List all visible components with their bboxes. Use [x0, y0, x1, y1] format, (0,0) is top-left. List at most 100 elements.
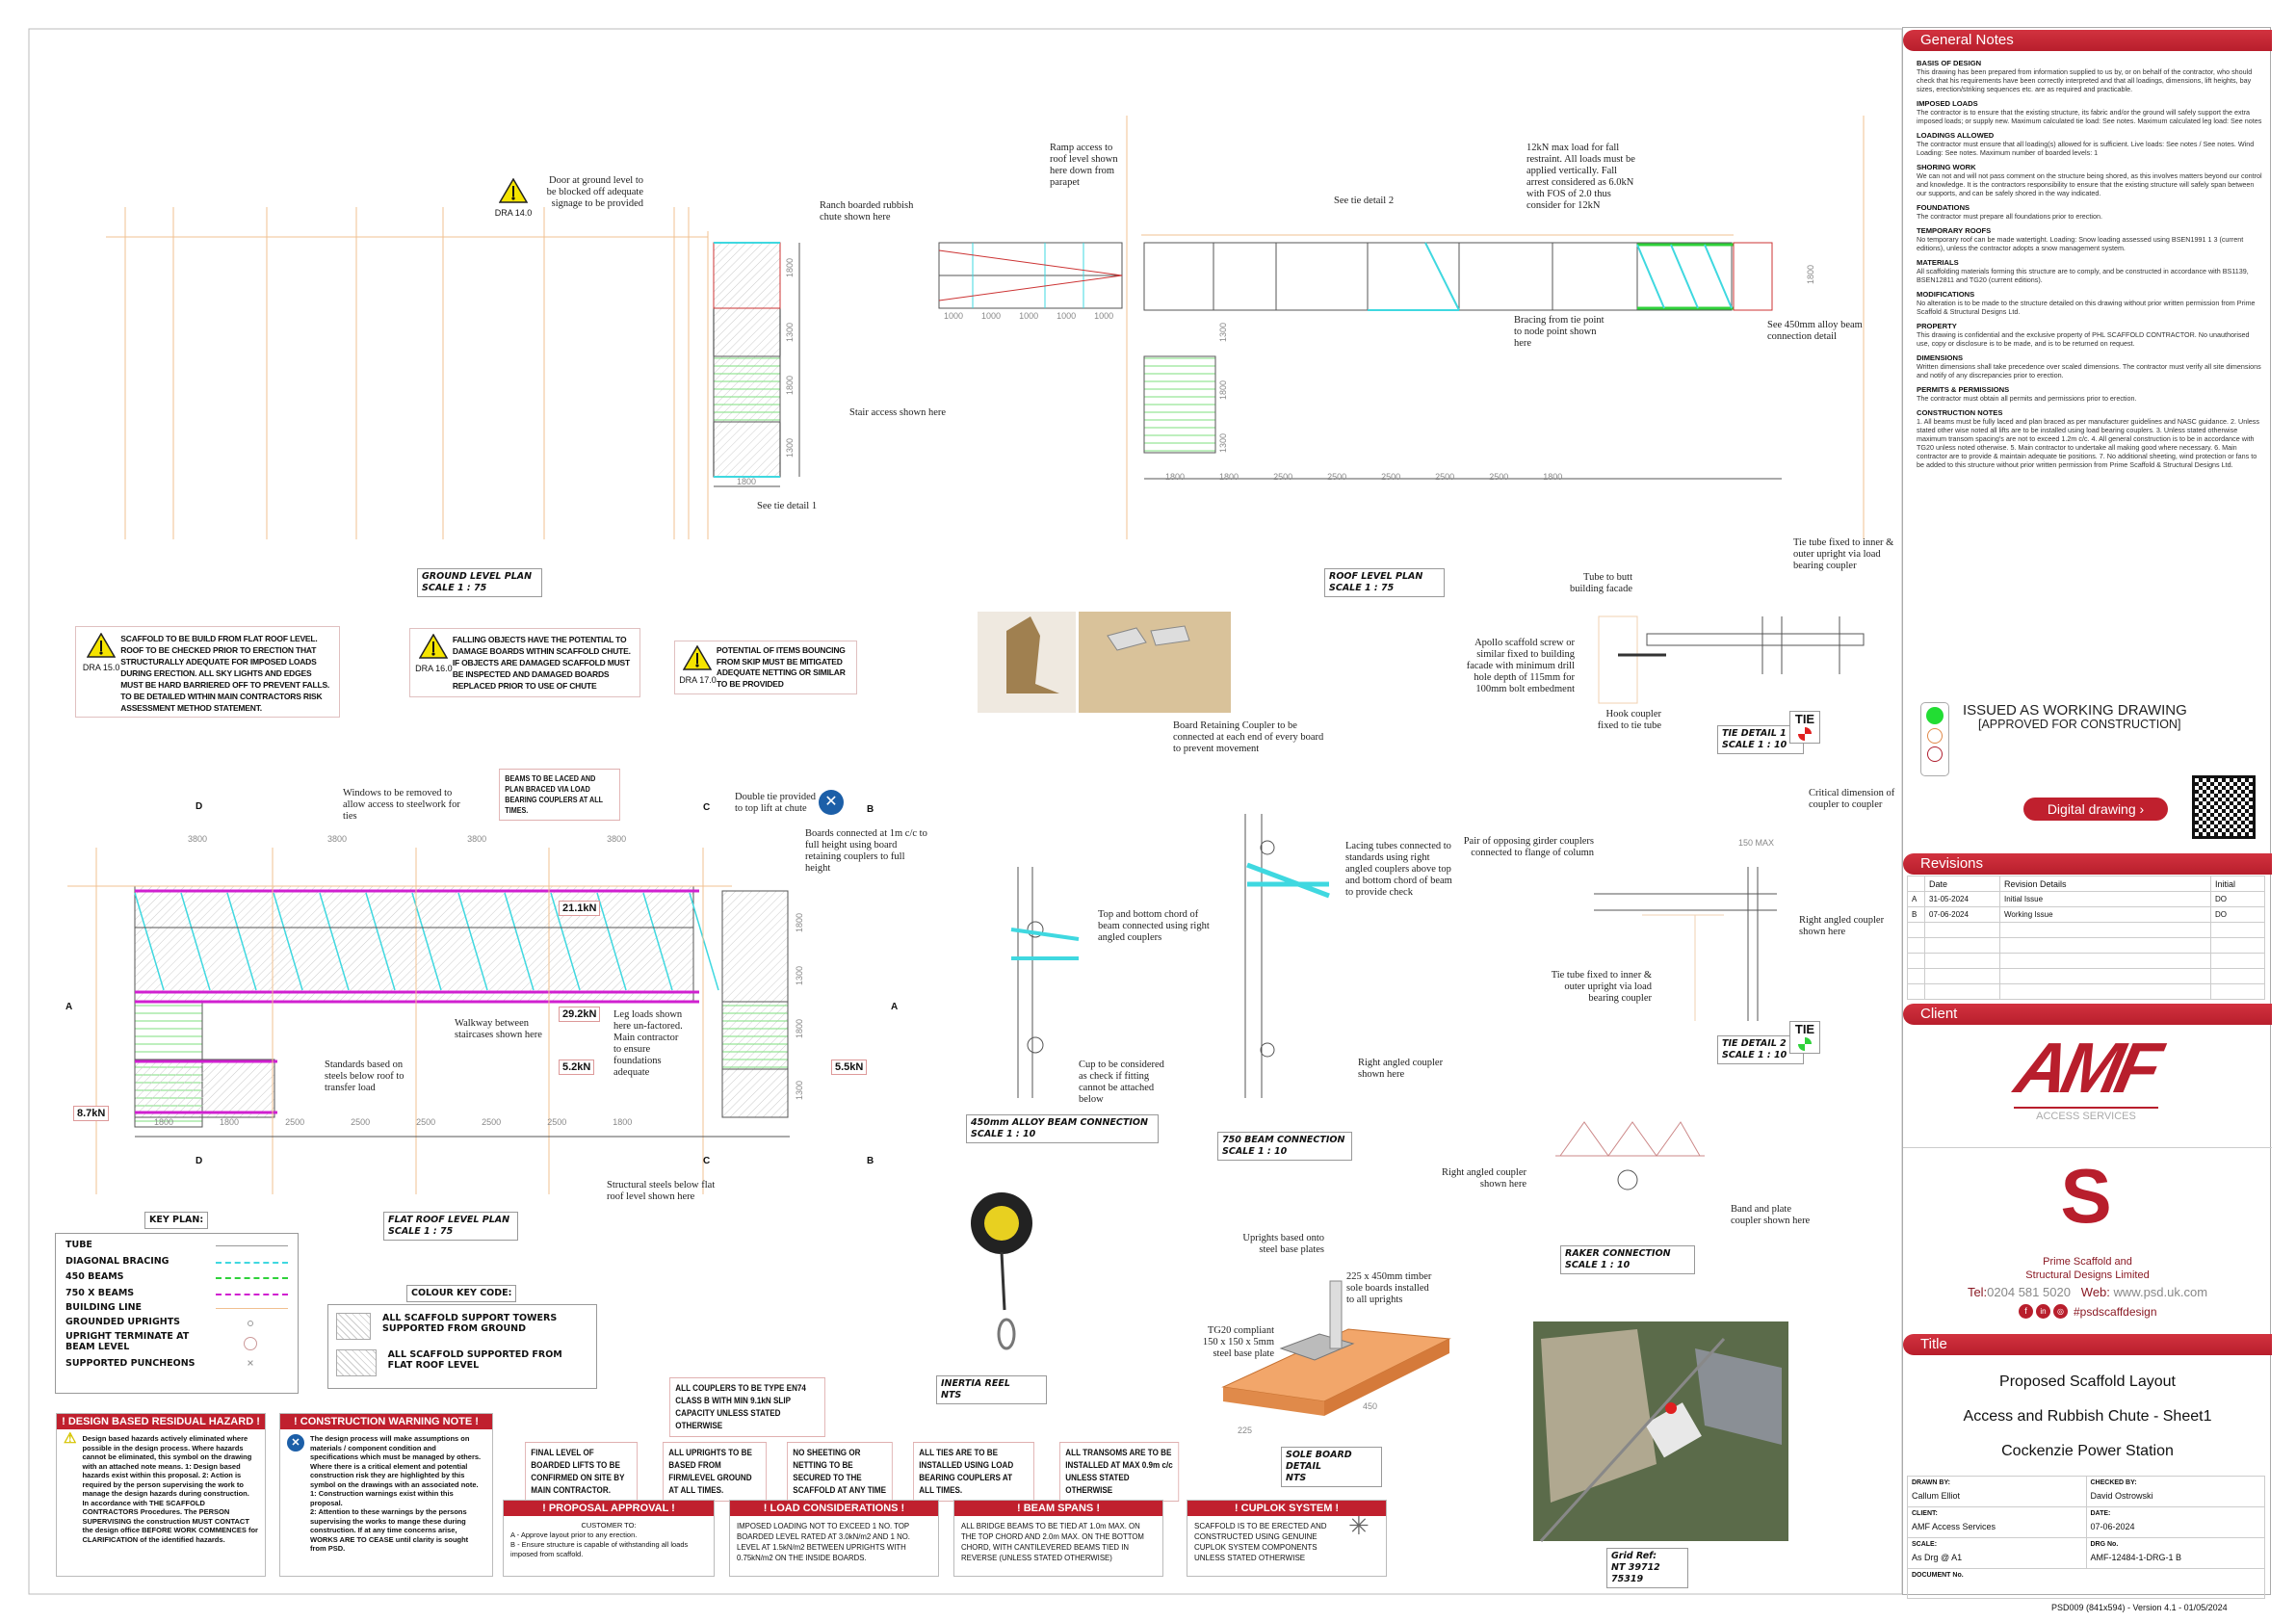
status-subtitle: [APPROVED FOR CONSTRUCTION] — [1978, 718, 2181, 731]
checked-by: David Ostrowski — [2090, 1491, 2153, 1501]
note-heading: CONSTRUCTION NOTES — [1917, 408, 2003, 417]
warning-text: The design process will make assumptions… — [310, 1434, 482, 1507]
colour-key: ALL SCAFFOLD SUPPORT TOWERS SUPPORTED FR… — [327, 1304, 597, 1389]
dimension: 1300 — [785, 323, 795, 343]
dimension: 1000 — [1019, 311, 1039, 321]
raker-note: Right angled coupler shown here — [1441, 1167, 1526, 1190]
dimension: 1800 — [1219, 472, 1239, 482]
tel-value[interactable]: 0204 581 5020 — [1987, 1285, 2071, 1299]
column-header — [1907, 876, 1925, 892]
key-item: BUILDING LINE — [65, 1302, 143, 1313]
warning-triangle-icon — [683, 644, 713, 670]
linkedin-icon[interactable]: in — [2036, 1304, 2050, 1319]
ramp-note: Ramp access to roof level shown here dow… — [1050, 143, 1118, 188]
dimension: 3800 — [467, 834, 487, 844]
dimension: 1800 — [1806, 265, 1815, 285]
warning-triangle-icon: ⚠ — [64, 1430, 77, 1447]
warning-text: ALL BRIDGE BEAMS TO BE TIED AT 1.0m MAX.… — [961, 1522, 1144, 1562]
psd-logo: S — [2060, 1153, 2112, 1239]
beam450-line — [216, 1277, 288, 1288]
warning-title: ! BEAM SPANS ! — [954, 1501, 1162, 1516]
dra-17-note: DRA 17.0 POTENTIAL OF ITEMS BOUNCING FRO… — [674, 641, 857, 694]
dimension: 2500 — [1489, 472, 1509, 482]
digital-drawing-button[interactable]: Digital drawing › — [2023, 798, 2168, 821]
load-considerations-box: ! LOAD CONSIDERATIONS ! IMPOSED LOADING … — [729, 1500, 939, 1577]
warning-title: ! PROPOSAL APPROVAL ! — [504, 1501, 714, 1516]
windows-note: Windows to be removed to allow access to… — [343, 788, 460, 822]
building-line — [216, 1308, 288, 1317]
standards-note: Standards based on steels below roof to … — [325, 1060, 404, 1093]
contact-line: Tel:0204 581 5020 Web: www.psd.uk.com — [1903, 1285, 2272, 1299]
key-item: SUPPORTED PUNCHEONS — [65, 1358, 196, 1369]
note-heading: FOUNDATIONS — [1917, 203, 1970, 212]
key-plan-title: KEY PLAN: — [144, 1212, 209, 1229]
alloy-beam-note: Cup to be considered as check if fitting… — [1079, 1060, 1164, 1105]
boards-note: Boards connected at 1m c/c to full heigh… — [805, 828, 927, 874]
dimension: 2500 — [1327, 472, 1347, 482]
board-coupler-note: Board Retaining Coupler to be connected … — [1173, 720, 1324, 754]
dimension: 1800 — [737, 477, 757, 486]
note-heading: PERMITS & PERMISSIONS — [1917, 385, 2010, 394]
section-marker: C — [703, 802, 711, 813]
warning-text: IMPOSED LOADING NOT TO EXCEED 1 NO. TOP … — [737, 1522, 910, 1562]
psd-name-line: Prime Scaffold and — [2043, 1256, 2132, 1268]
view-title: 750 BEAM CONNECTION — [1222, 1135, 1345, 1145]
note-heading: PROPERTY — [1917, 322, 1957, 330]
construction-warning-box: ! CONSTRUCTION WARNING NOTE ! ✕The desig… — [279, 1413, 493, 1577]
dra-code: DRA 16.0 — [415, 664, 453, 673]
diagonal-brace — [411, 892, 442, 991]
view-title: SOLE BOARD DETAIL — [1286, 1450, 1352, 1472]
scale: As Drg @ A1 — [1912, 1553, 1963, 1562]
note-text: This drawing is confidential and the exc… — [1917, 330, 2250, 348]
note-text: This drawing has been prepared from info… — [1917, 67, 2253, 93]
template-version: PSD009 (841x594) - Version 4.1 - 01/05/2… — [2051, 1603, 2228, 1612]
column-header: Revision Details — [1999, 876, 2211, 892]
tie-note: Hook coupler fixed to tie tube — [1597, 709, 1661, 731]
warning-triangle-icon — [419, 633, 449, 659]
instagram-icon[interactable]: ◎ — [2053, 1304, 2068, 1319]
facebook-icon[interactable]: f — [2019, 1304, 2033, 1319]
grid-ref-label: Grid Ref:NT 39712 75319 — [1606, 1548, 1688, 1588]
construction-warning-icon: ✕ — [287, 1434, 304, 1452]
field-label: CLIENT: — [1912, 1510, 1938, 1517]
view-title: FLAT ROOF LEVEL PLAN — [388, 1215, 510, 1225]
couplers-note: ALL COUPLERS TO BE TYPE EN74 CLASS B WIT… — [669, 1377, 825, 1437]
colour-key-item: ALL SCAFFOLD SUPPORT TOWERS SUPPORTED FR… — [382, 1313, 558, 1334]
note-heading: TEMPORARY ROOFS — [1917, 226, 1992, 235]
diagonal-brace — [273, 892, 303, 991]
beam-750-note: Lacing tubes connected to standards usin… — [1345, 841, 1452, 898]
dimension: 450 — [1363, 1401, 1378, 1411]
field-label: DOCUMENT No. — [1912, 1572, 1964, 1579]
note-text: The contractor must obtain all permits a… — [1917, 394, 2137, 403]
drawing-title: Proposed Scaffold Layout Access and Rubb… — [1903, 1365, 2272, 1469]
qr-code[interactable] — [2192, 775, 2256, 839]
status-amber — [1927, 728, 1943, 744]
status-green — [1926, 707, 1944, 724]
dimension: 2500 — [1273, 472, 1293, 482]
key-item: 450 BEAMS — [65, 1271, 124, 1282]
revisions-header: Revisions — [1903, 853, 2272, 875]
tie-2-note: Pair of opposing girder couplers connect… — [1463, 836, 1594, 858]
design-hazard-box: ! DESIGN BASED RESIDUAL HAZARD ! ⚠Design… — [56, 1413, 266, 1577]
dimension: 2500 — [351, 1117, 371, 1127]
note-heading: SHORING WORK — [1917, 163, 1976, 171]
field-label: SCALE: — [1912, 1541, 1938, 1548]
dimension: 1800 — [1165, 472, 1186, 482]
view-title: TIE DETAIL 2 — [1722, 1038, 1787, 1049]
board-coupler-render — [1079, 612, 1231, 713]
view-scale: SCALE 1 : 10 — [1722, 740, 1787, 750]
key-item: DIAGONAL BRACING — [65, 1256, 170, 1267]
web-link[interactable]: www.psd.uk.com — [2113, 1285, 2208, 1299]
rev-date: 31-05-2024 — [1924, 891, 2000, 907]
dimension: 2500 — [547, 1117, 567, 1127]
field-label: DRG No. — [2090, 1541, 2119, 1548]
tie-symbol-icon — [1798, 1037, 1812, 1051]
dra-16-note: DRA 16.0 FALLING OBJECTS HAVE THE POTENT… — [409, 628, 640, 697]
tie-detail-1-drawing — [1598, 615, 1865, 704]
section-marker: B — [867, 804, 874, 815]
